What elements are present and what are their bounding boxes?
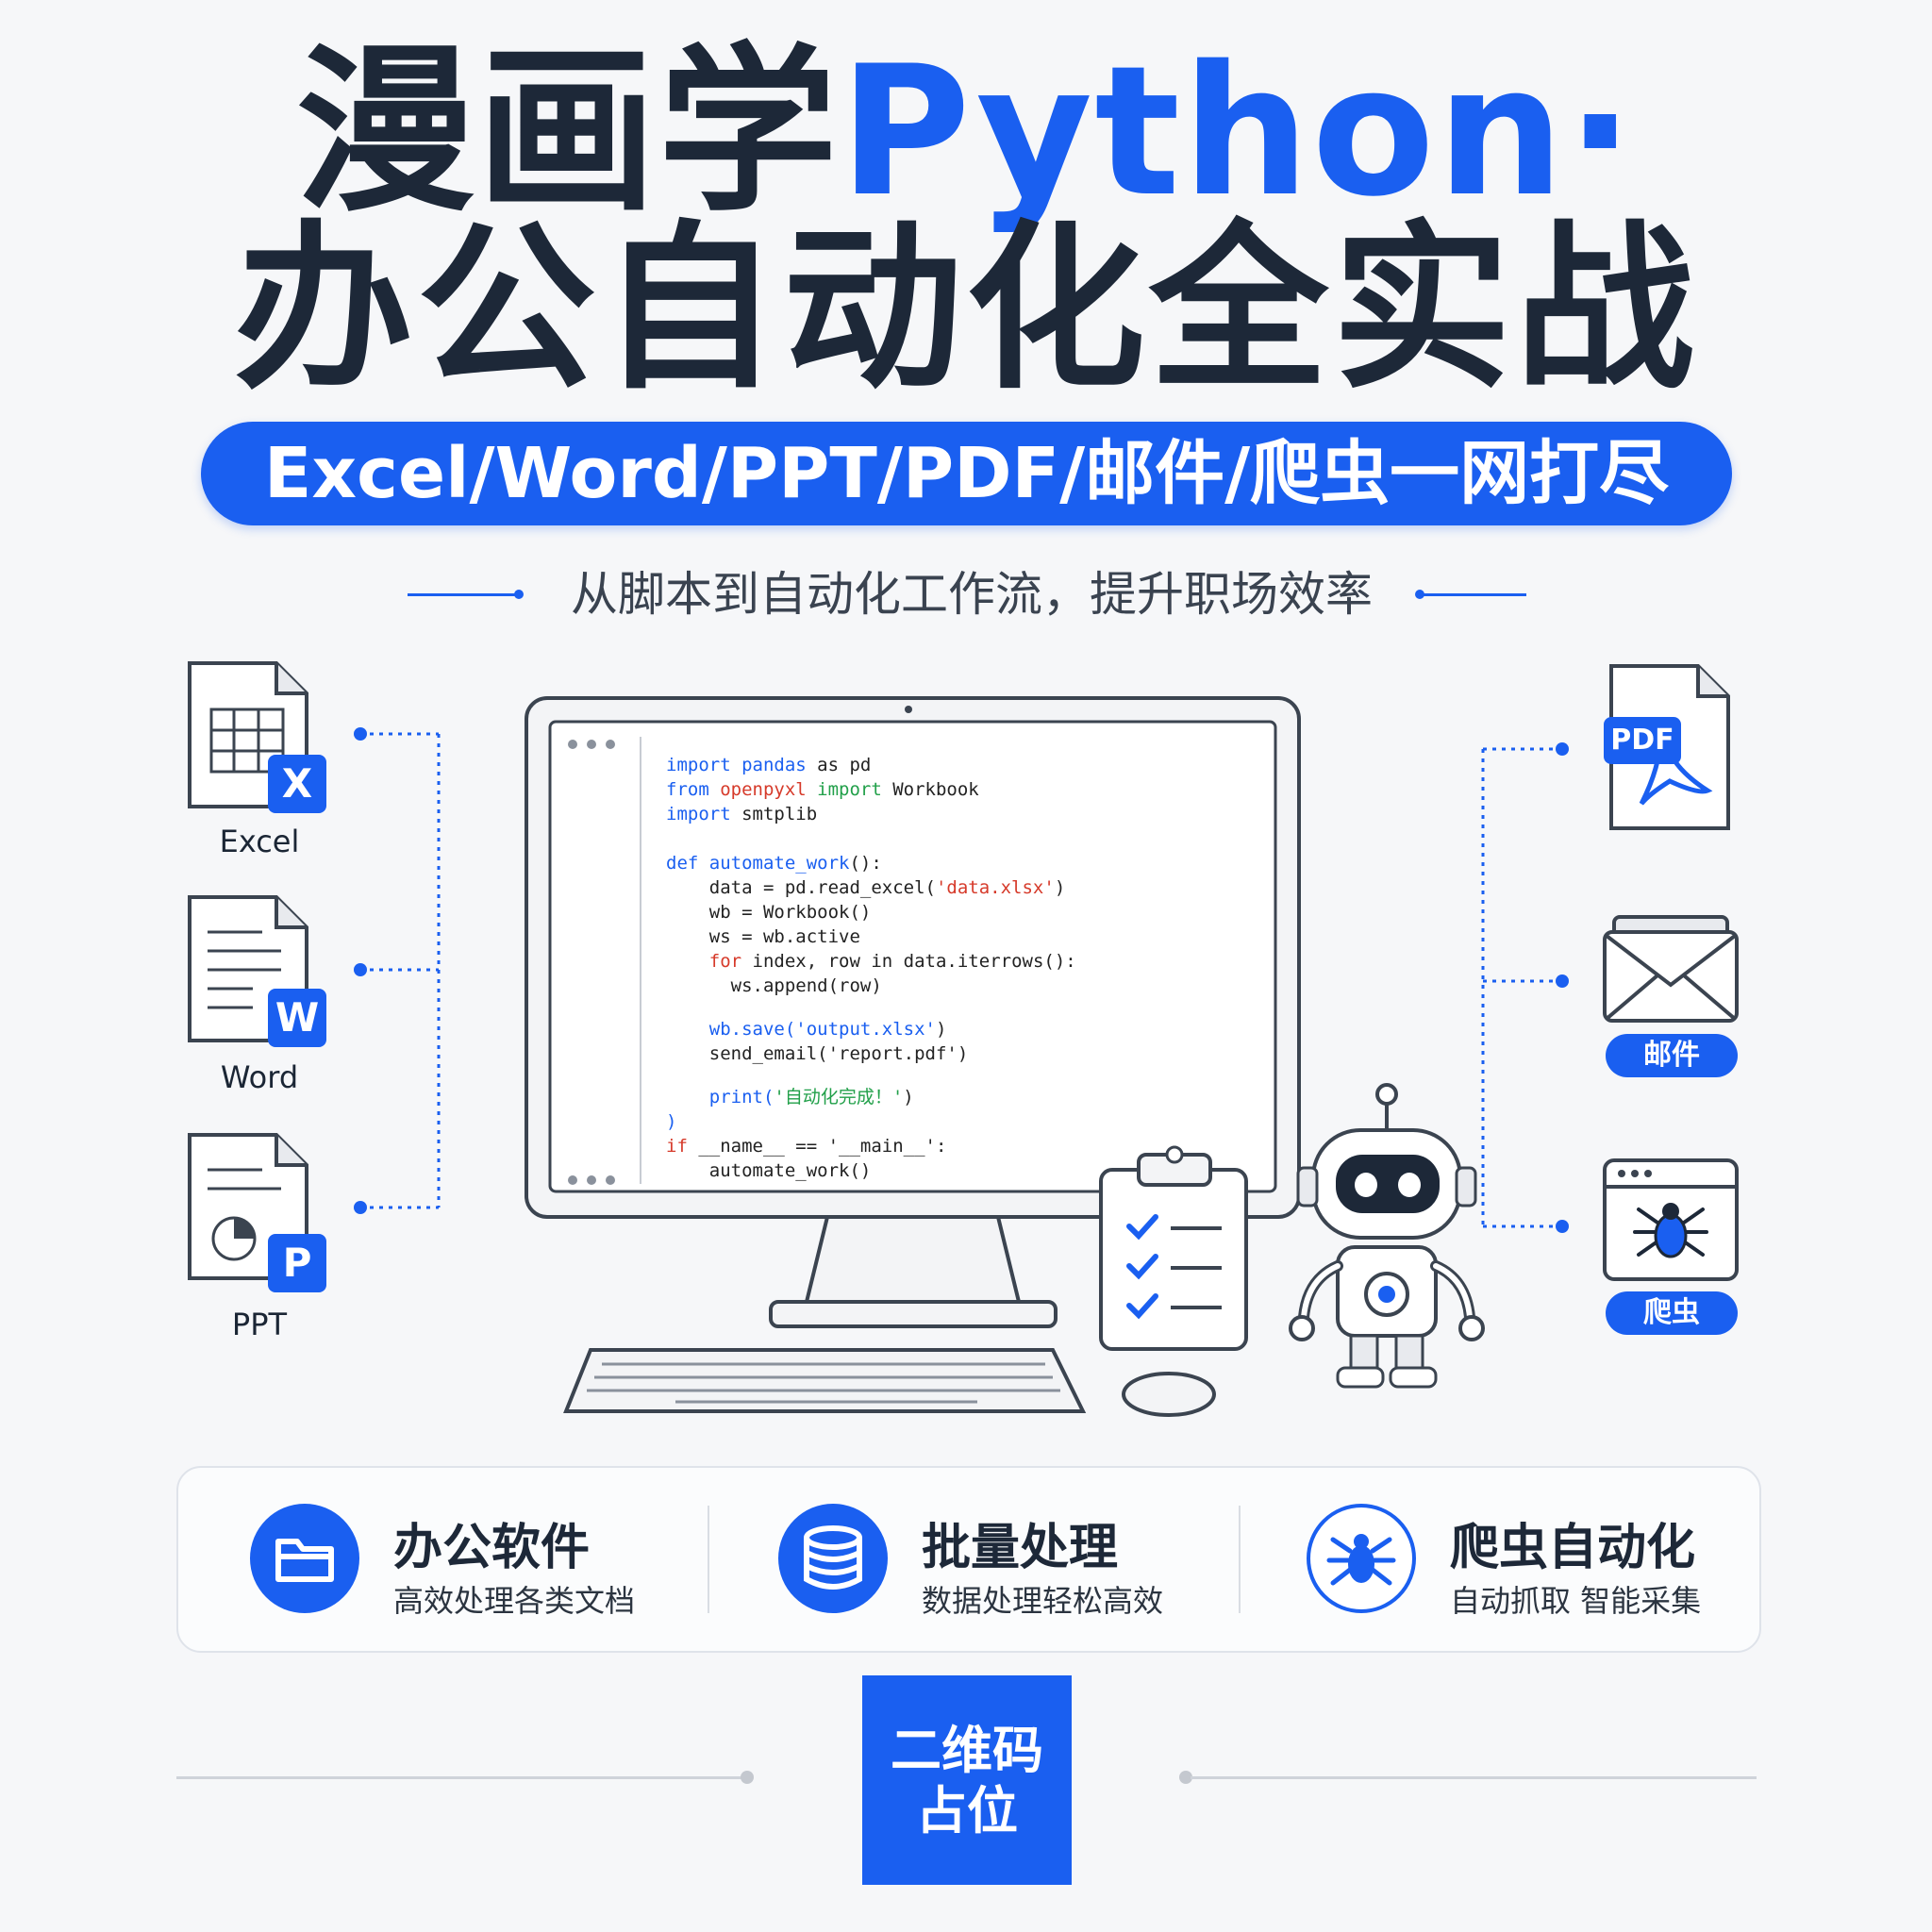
bottom-right-line: [1191, 1776, 1757, 1779]
code-snippet: import pandas as pd from openpyxl import …: [666, 753, 1076, 1183]
mail-icon: [1603, 915, 1739, 1023]
excel-badge: X: [268, 755, 326, 813]
clipboard-checklist-icon: [1099, 1145, 1248, 1351]
feature-bar: 办公软件 高效处理各类文档 批量处理 数据处理轻松高效 爬虫自动化 自动抓取 智: [176, 1466, 1761, 1653]
mail-tag: 邮件: [1606, 1034, 1738, 1077]
keyboard-illustration: [563, 1348, 1087, 1413]
folder-icon: [250, 1504, 359, 1613]
bottom-left-line: [176, 1776, 742, 1779]
subtitle-left-line: [408, 593, 521, 596]
topics-banner: Excel/Word/PPT/PDF/邮件/爬虫一网打尽: [201, 422, 1732, 525]
feature-subtitle: 自动抓取 智能采集: [1450, 1583, 1702, 1619]
code-line: ws.append(row): [666, 975, 882, 996]
feature-subtitle: 高效处理各类文档: [393, 1583, 636, 1619]
subtitle-text: 从脚本到自动化工作流，提升职场效率: [571, 567, 1373, 622]
word-label: Word: [220, 1059, 299, 1095]
feature-office: 办公软件 高效处理各类文档: [250, 1468, 665, 1651]
feature-spider: 爬虫自动化 自动抓取 智能采集: [1307, 1468, 1740, 1651]
pdf-file-icon: PDF: [1604, 662, 1736, 832]
feature-subtitle: 数据处理轻松高效: [922, 1583, 1164, 1619]
pdf-badge: PDF: [1604, 717, 1681, 764]
code-line: data = pd.read_excel('data.xlsx'): [666, 877, 1066, 898]
feature-divider: [1239, 1506, 1241, 1613]
code-line: from openpyxl import Workbook: [666, 779, 979, 800]
left-connector-lines: [354, 727, 441, 1214]
ppt-badge: P: [268, 1234, 326, 1292]
code-line: import pandas as pd: [666, 755, 872, 775]
title-python: Python·: [839, 27, 1637, 236]
feature-title: 爬虫自动化: [1450, 1520, 1696, 1576]
code-line: ): [666, 1111, 677, 1132]
code-line: for index, row in data.iterrows():: [708, 951, 1076, 972]
code-line: wb = Workbook(): [666, 902, 872, 923]
title-chinese: 漫画学: [295, 27, 840, 236]
main-title-line2: 办公自动化全实战: [233, 205, 1698, 413]
ppt-file-icon: P: [187, 1132, 328, 1292]
bottom-right-dot: [1179, 1771, 1192, 1784]
feature-title: 批量处理: [922, 1520, 1119, 1576]
subtitle-row: 从脚本到自动化工作流，提升职场效率: [0, 561, 1932, 627]
code-line: import smtplib: [666, 804, 818, 824]
monitor-illustration: [525, 696, 1301, 1328]
database-icon: [778, 1504, 888, 1613]
code-line: automate_work(): [666, 1160, 872, 1181]
qr-line2: 占位: [916, 1781, 1018, 1840]
code-line: wb.save('output.xlsx'): [666, 1019, 947, 1040]
excel-file-icon: X: [187, 660, 328, 813]
spider-icon: [1307, 1504, 1416, 1613]
subtitle-right-dot: [1415, 590, 1424, 599]
ppt-label: PPT: [231, 1307, 288, 1342]
mouse-illustration: [1122, 1372, 1216, 1417]
subtitle-right-line: [1421, 593, 1526, 596]
code-line: if __name__ == '__main__':: [666, 1136, 947, 1157]
feature-divider: [708, 1506, 709, 1613]
right-connector-lines: [1481, 742, 1569, 1233]
word-badge: W: [268, 989, 326, 1047]
spider-browser-icon: [1603, 1158, 1739, 1281]
qr-code-placeholder: 二维码 占位: [862, 1675, 1072, 1885]
code-line: send_email('report.pdf'): [666, 1043, 969, 1064]
spider-tag: 爬虫: [1606, 1291, 1738, 1335]
code-line: ws = wb.active: [666, 926, 860, 947]
feature-title: 办公软件: [393, 1520, 591, 1576]
code-line: print('自动化完成！'): [666, 1087, 914, 1108]
code-line: def automate_work():: [666, 853, 882, 874]
feature-batch: 批量处理 数据处理轻松高效: [778, 1468, 1193, 1651]
qr-line1: 二维码: [891, 1721, 1043, 1780]
main-title-line1: 漫画学Python·: [0, 38, 1932, 226]
robot-illustration: [1289, 1083, 1485, 1389]
subtitle-left-dot: [514, 590, 524, 599]
bottom-left-dot: [741, 1771, 754, 1784]
word-file-icon: W: [187, 894, 328, 1047]
excel-label: Excel: [219, 824, 300, 859]
